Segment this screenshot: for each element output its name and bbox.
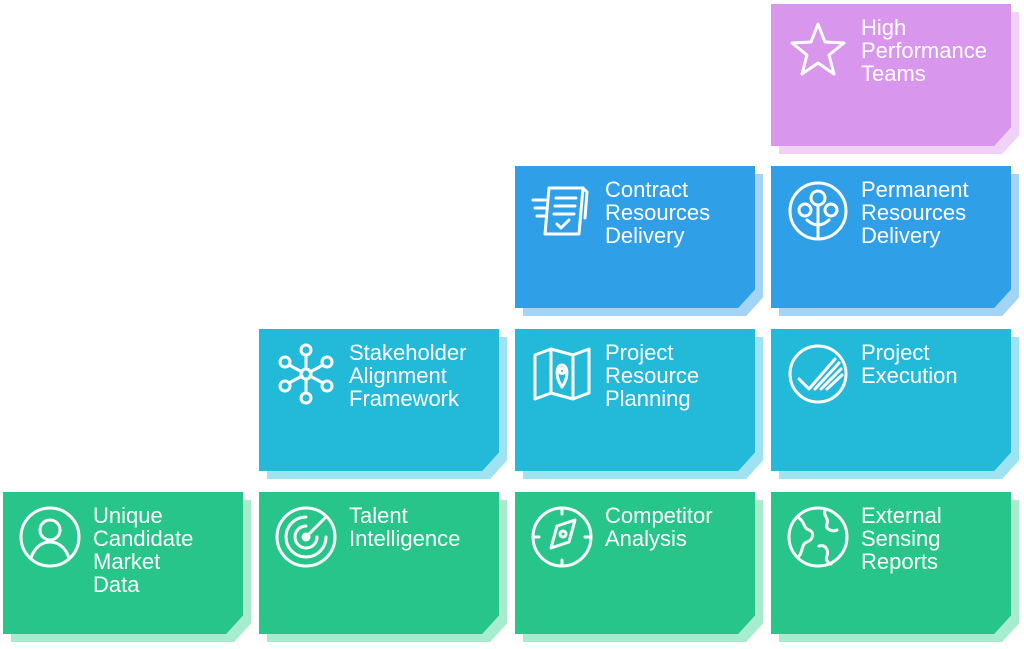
map-pin-icon — [529, 341, 595, 407]
tile-stakeholder-alignment-framework: Stakeholder Alignment Framework — [259, 329, 507, 479]
compass-icon — [529, 504, 595, 570]
user-circle-icon — [17, 504, 83, 570]
tile-external-sensing-reports: External Sensing Reports — [771, 492, 1019, 642]
tile-label: High Performance Teams — [861, 15, 987, 86]
tile-label: Stakeholder Alignment Framework — [349, 340, 467, 411]
document-icon — [529, 178, 595, 244]
tile-label: Contract Resources Delivery — [605, 177, 711, 248]
tile-label: Project Resource Planning — [605, 340, 700, 411]
star-icon — [785, 16, 851, 82]
tile-competitor-analysis: Competitor Analysis — [515, 492, 763, 642]
tile-label: External Sensing Reports — [861, 503, 942, 574]
tile-label: Project Execution — [861, 340, 958, 388]
tile-talent-intelligence: Talent Intelligence — [259, 492, 507, 642]
tile-label: Competitor Analysis — [605, 503, 713, 551]
tile-permanent-resources-delivery: Permanent Resources Delivery — [771, 166, 1019, 316]
tile-label: Permanent Resources Delivery — [861, 177, 969, 248]
hub-network-icon — [273, 341, 339, 407]
tile-label: Talent Intelligence — [349, 503, 461, 551]
globe-icon — [785, 504, 851, 570]
tile-project-execution: Project Execution — [771, 329, 1019, 479]
tile-contract-resources-delivery: Contract Resources Delivery — [515, 166, 763, 316]
radar-icon — [273, 504, 339, 570]
check-circle-icon — [785, 341, 851, 407]
tile-high-performance-teams: High Performance Teams — [771, 4, 1019, 154]
tile-unique-candidate-market-data: Unique Candidate Market Data — [3, 492, 251, 642]
people-network-icon — [785, 178, 851, 244]
tile-project-resource-planning: Project Resource Planning — [515, 329, 763, 479]
tile-label: Unique Candidate Market Data — [93, 503, 194, 597]
